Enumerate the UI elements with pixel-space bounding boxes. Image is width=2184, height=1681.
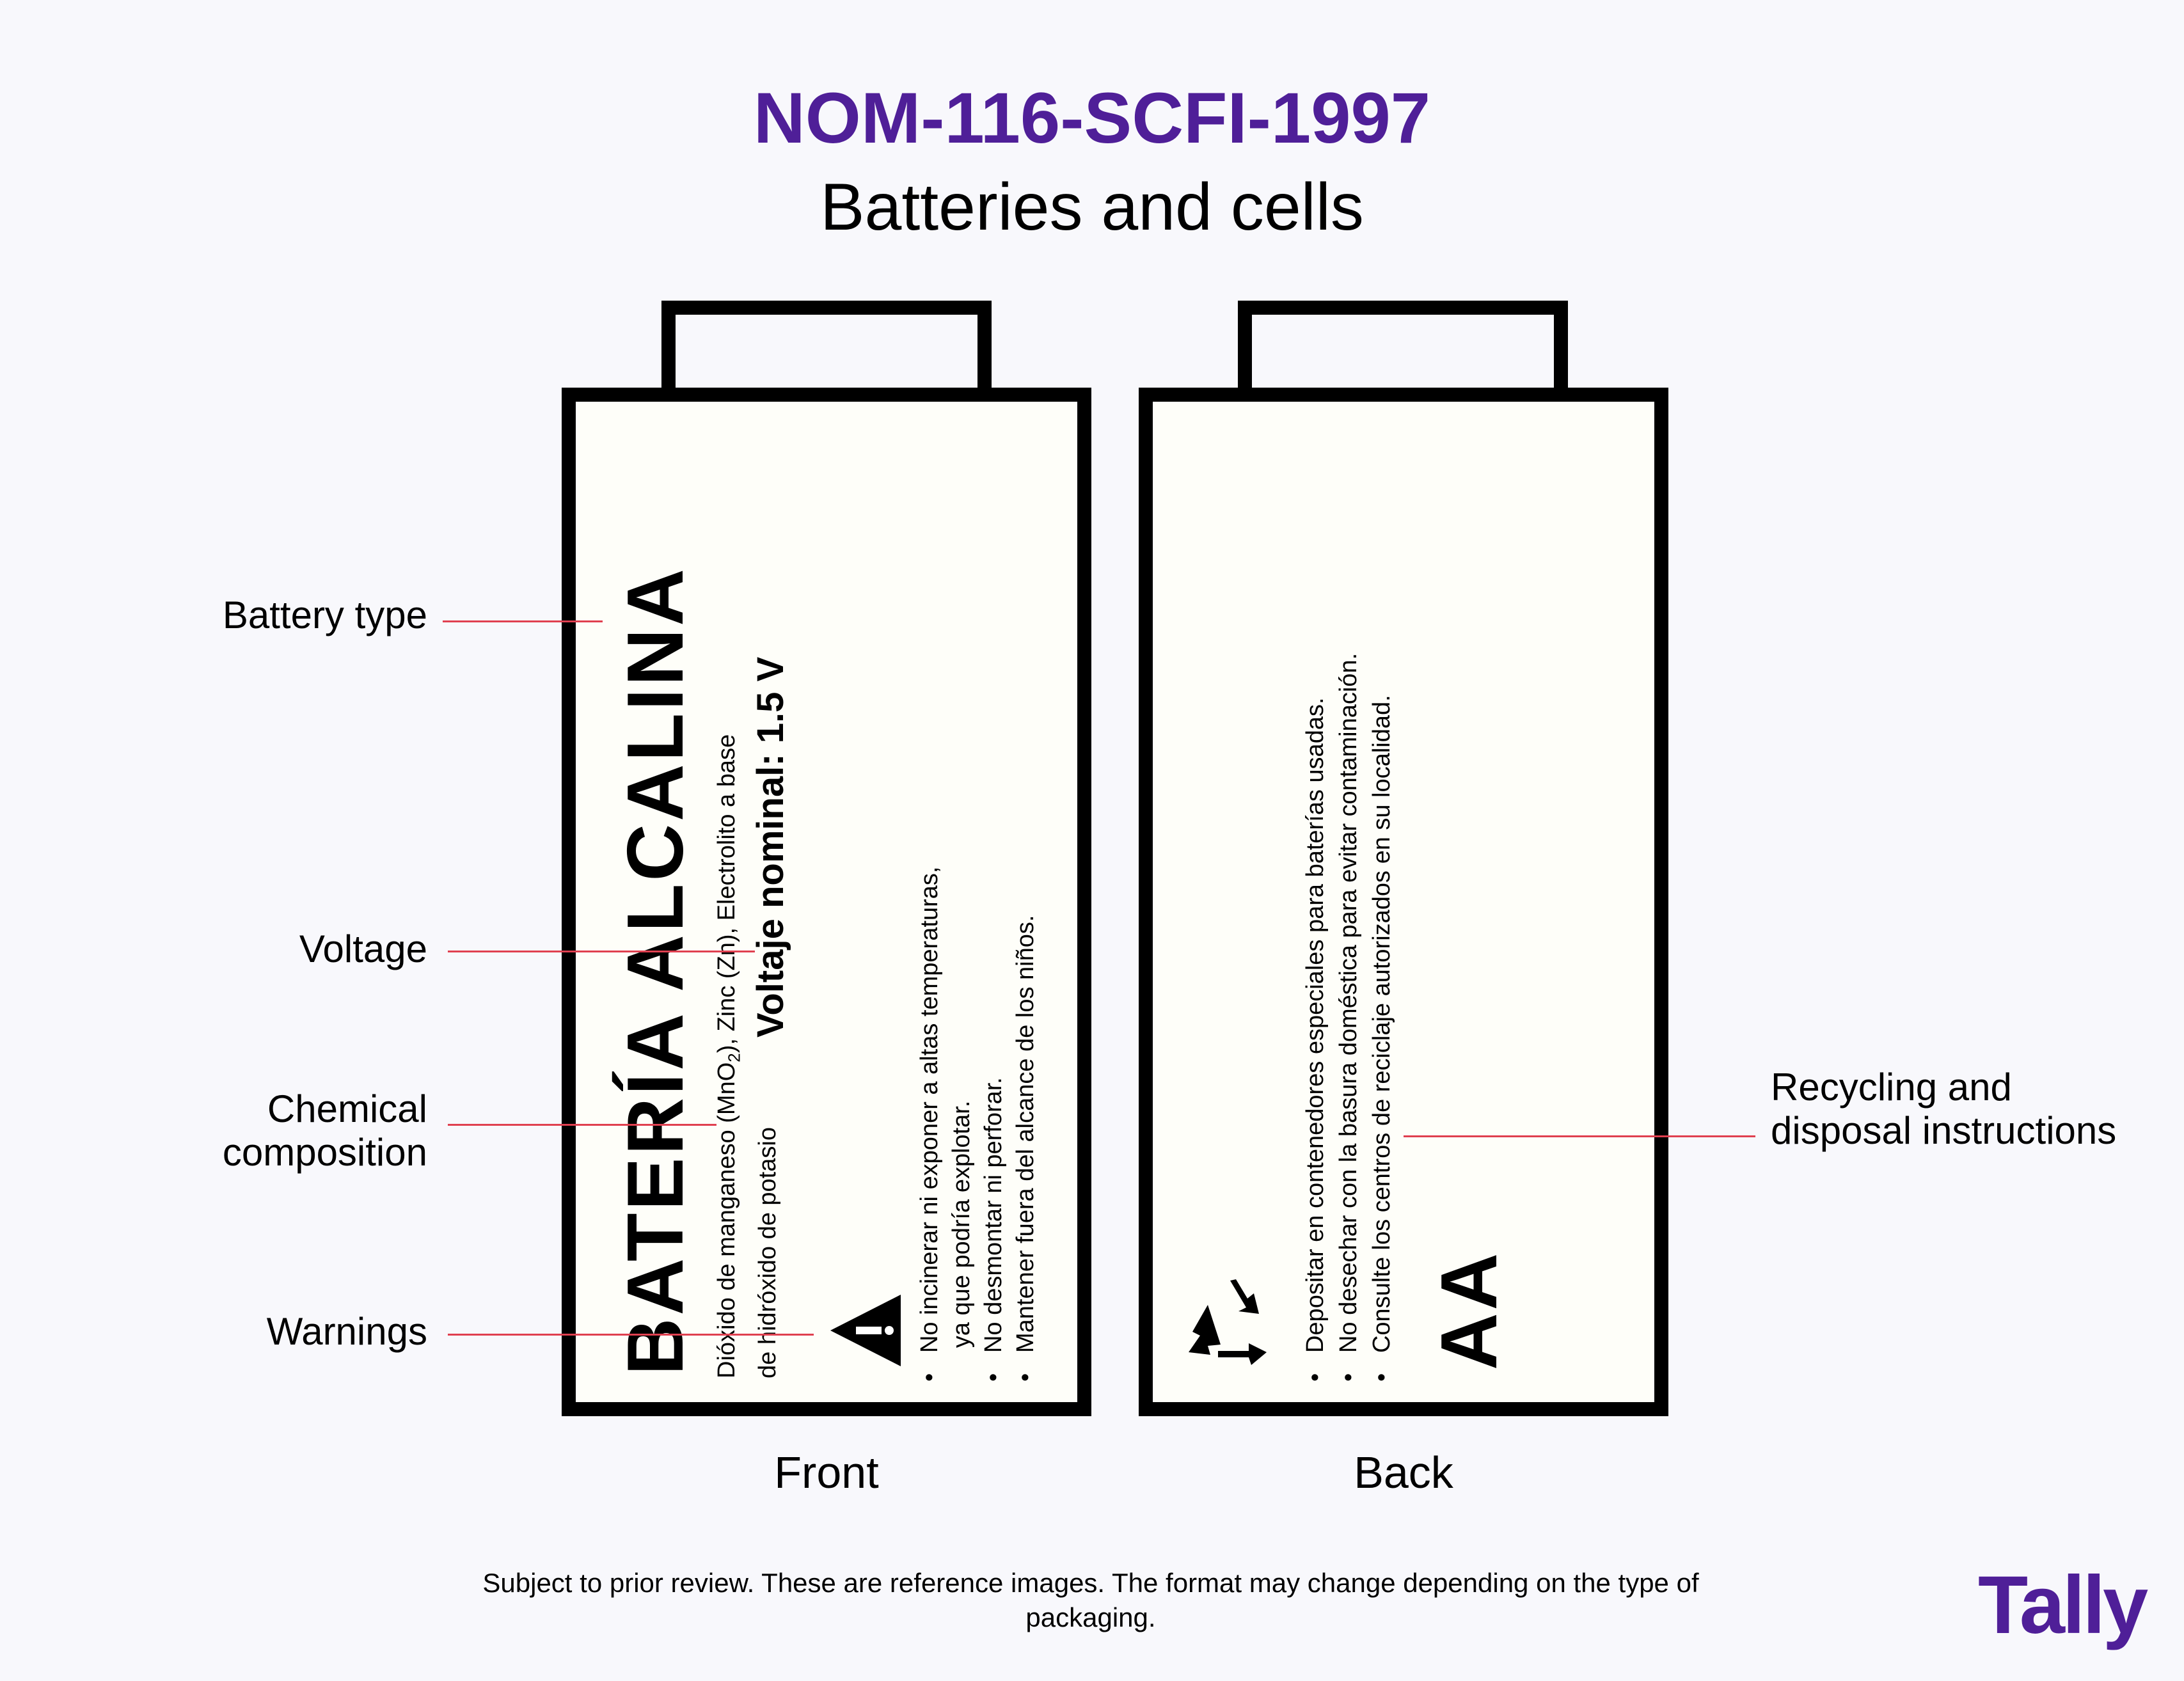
callout-warnings: Warnings bbox=[266, 1310, 427, 1353]
callout-line-recycling bbox=[1404, 1135, 1755, 1137]
front-voltage: Voltaje nominal: 1.5 V bbox=[750, 656, 791, 1038]
page-subtitle: Batteries and cells bbox=[820, 170, 1364, 244]
callout-recycling-line1: Recycling and bbox=[1771, 1066, 2012, 1109]
callout-battery-type: Battery type bbox=[222, 594, 427, 636]
callout-line-chemical bbox=[448, 1124, 716, 1126]
tally-logo: Tally bbox=[1978, 1559, 2148, 1651]
callout-chemical: Chemical composition bbox=[128, 1087, 427, 1174]
callout-voltage: Voltage bbox=[299, 927, 427, 970]
callout-line-battery-type bbox=[443, 620, 603, 622]
instruction-item: • Consulte los centros de reciclaje auto… bbox=[1368, 695, 1395, 1382]
callout-chemical-line2: composition bbox=[222, 1131, 427, 1174]
back-battery-cap bbox=[1238, 301, 1568, 400]
warning-item: ya que podría explotar. bbox=[948, 1100, 975, 1348]
callout-line-voltage bbox=[448, 951, 755, 952]
back-battery-size: AA bbox=[1425, 1250, 1514, 1370]
back-battery-body bbox=[1139, 388, 1668, 1416]
warning-item: • Mantener fuera del alcance de los niño… bbox=[1012, 915, 1039, 1382]
front-label: Front bbox=[774, 1448, 879, 1497]
footnote: Subject to prior review. These are refer… bbox=[482, 1568, 1699, 1632]
warning-triangle-icon bbox=[830, 1295, 901, 1366]
instruction-item: • Depositar en contenedores especiales p… bbox=[1302, 697, 1329, 1382]
warning-item: • No desmontar ni perforar. bbox=[980, 1077, 1007, 1382]
front-battery-body bbox=[562, 388, 1091, 1416]
front-battery-type: BATERÍA ALCALINA bbox=[612, 566, 700, 1375]
callout-line-warnings bbox=[448, 1334, 814, 1336]
back-instructions: • Depositar en contenedores especiales p… bbox=[1299, 653, 1398, 1382]
callout-recycling-line2: disposal instructions bbox=[1771, 1109, 2117, 1152]
back-label: Back bbox=[1354, 1448, 1453, 1497]
callout-chemical-line1: Chemical bbox=[267, 1087, 427, 1130]
warning-item: • No incinerar ni exponer a altas temper… bbox=[916, 866, 943, 1382]
page-title: NOM-116-SCFI-1997 bbox=[753, 78, 1431, 158]
front-composition-line1: Dióxido de manganeso (MnO2), Zinc (Zn), … bbox=[713, 734, 744, 1378]
recycle-icon bbox=[1189, 1279, 1267, 1365]
instruction-item: • No desechar con la basura doméstica pa… bbox=[1335, 652, 1362, 1382]
callout-recycling: Recycling and disposal instructions bbox=[1771, 1066, 2180, 1153]
front-battery-cap bbox=[661, 301, 992, 400]
front-warnings: • No incinerar ni exponer a altas temper… bbox=[914, 867, 1041, 1382]
